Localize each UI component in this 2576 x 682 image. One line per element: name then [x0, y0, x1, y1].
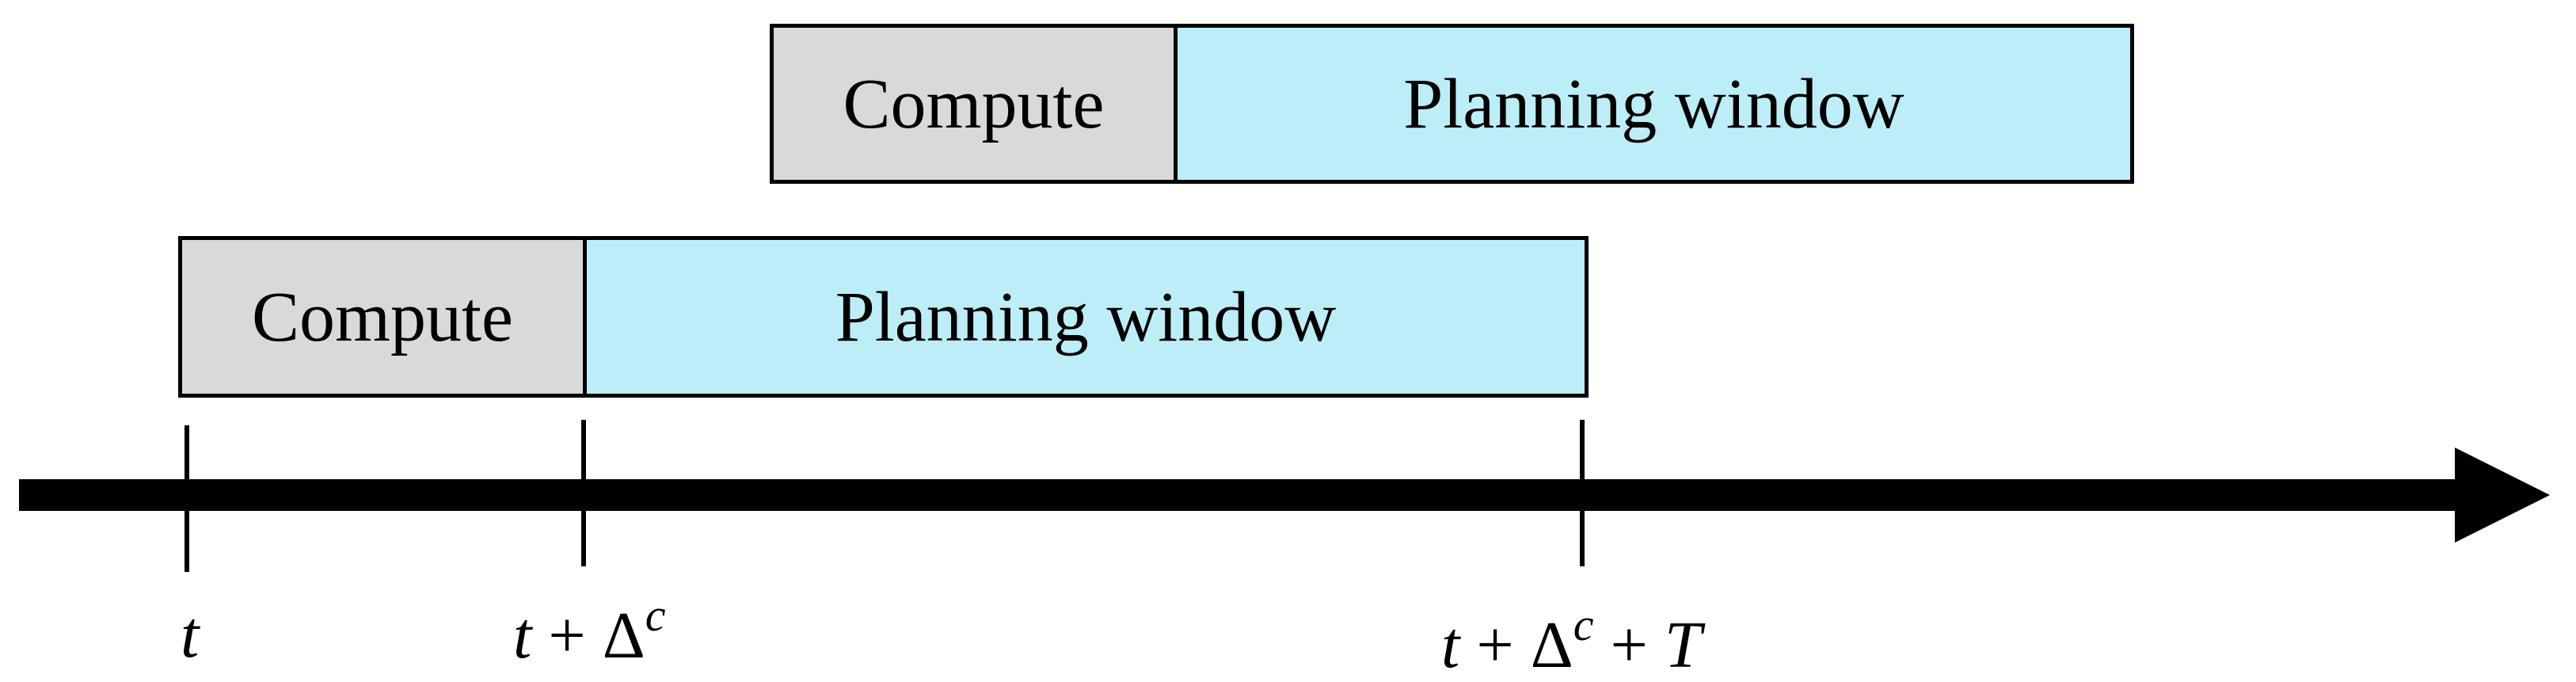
top-compute-box: Compute [770, 24, 1178, 184]
bottom-planning-window-label: Planning window [835, 277, 1337, 356]
label-t: t [181, 598, 200, 672]
top-planning-window-label: Planning window [1403, 64, 1904, 143]
tick-t [185, 425, 189, 572]
time-axis [19, 479, 2458, 511]
bottom-compute-box: Compute [178, 236, 587, 398]
tick-t-plus-delta-c-plus-T [1580, 420, 1585, 566]
top-planning-window-box: Planning window [1174, 24, 2134, 184]
bottom-compute-label: Compute [252, 277, 513, 356]
bottom-planning-window-box: Planning window [583, 236, 1589, 398]
top-compute-label: Compute [843, 64, 1105, 143]
label-t-plus-delta-c-plus-T: t + Δc + T [1441, 599, 1702, 682]
label-t-plus-delta-c: t + Δc [513, 589, 666, 672]
tick-t-plus-delta-c [581, 420, 586, 566]
time-axis-arrowhead [2455, 448, 2550, 543]
